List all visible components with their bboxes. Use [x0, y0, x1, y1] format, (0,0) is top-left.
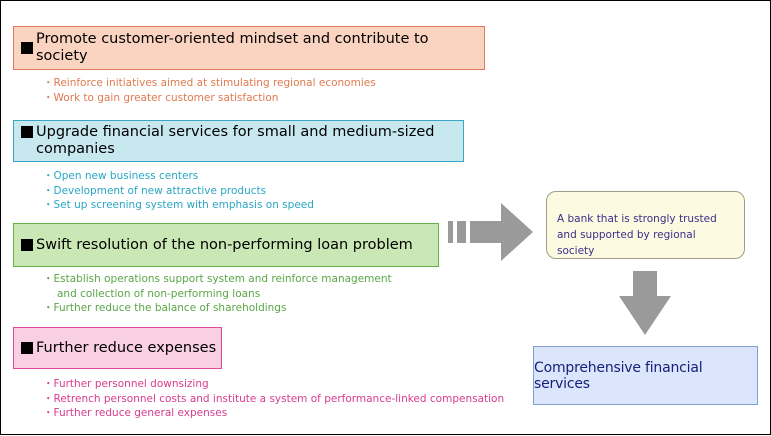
heading-text: Upgrade financial services for small and…: [36, 124, 435, 157]
list-item: ・Open new business centers: [43, 170, 199, 182]
list-item: ・Set up screening system with emphasis o…: [43, 199, 314, 211]
list-item: ・Establish operations support system and…: [43, 273, 392, 285]
heading-text: Promote customer-oriented mindset and co…: [36, 31, 429, 64]
black-square-bullet-icon: [21, 126, 33, 138]
list-item: ・Further reduce the balance of sharehold…: [43, 302, 287, 314]
bullet-list-customer-oriented: ・Reinforce initiatives aimed at stimulat…: [43, 76, 376, 105]
black-square-bullet-icon: [21, 42, 33, 54]
list-item-continuation: and collection of non-performing loans: [57, 287, 261, 300]
trusted-bank-box: A bank that is strongly trusted and supp…: [546, 191, 745, 259]
list-item: ・Further personnel downsizing: [43, 378, 209, 390]
heading-text: Swift resolution of the non-performing l…: [36, 236, 413, 253]
bullet-list-sme-services: ・Open new business centers ・Development …: [43, 169, 314, 213]
black-square-bullet-icon: [21, 342, 33, 354]
heading-text: Further reduce expenses: [36, 339, 217, 356]
group-heading-sme-services: Upgrade financial services for small and…: [13, 120, 464, 162]
black-square-bullet-icon: [21, 239, 33, 251]
list-item: ・Further reduce general expenses: [43, 407, 228, 419]
list-item: ・Retrench personnel costs and institute …: [43, 392, 505, 405]
right-arrow-icon: [448, 203, 533, 261]
bullet-list-npl-resolution: ・Establish operations support system and…: [43, 272, 392, 316]
list-item: ・Work to gain greater customer satisfact…: [43, 91, 279, 104]
group-heading-customer-oriented: Promote customer-oriented mindset and co…: [13, 26, 485, 70]
list-item: ・Development of new attractive products: [43, 184, 267, 197]
group-heading-reduce-expenses: Further reduce expenses: [13, 327, 222, 369]
group-heading-npl-resolution: Swift resolution of the non-performing l…: [13, 223, 439, 267]
down-arrow-icon: [619, 271, 671, 335]
list-item: ・Reinforce initiatives aimed at stimulat…: [43, 77, 376, 89]
bullet-list-reduce-expenses: ・Further personnel downsizing ・Retrench …: [43, 377, 504, 421]
comprehensive-services-box: Comprehensive financial services: [533, 346, 758, 405]
